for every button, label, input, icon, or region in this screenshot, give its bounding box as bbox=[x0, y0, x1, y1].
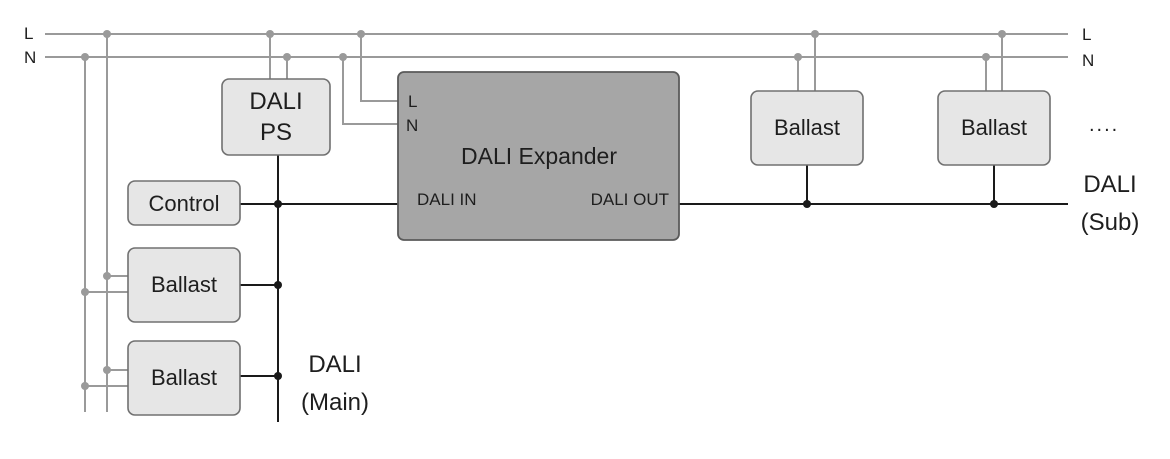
expander-title: DALI Expander bbox=[461, 143, 617, 169]
sub-bus-junction-2 bbox=[990, 200, 998, 208]
dali-sub-label-line1: DALI bbox=[1083, 171, 1136, 198]
control-device: Control bbox=[127, 180, 241, 226]
n-label-right: N bbox=[1082, 51, 1094, 70]
junction-b1-n bbox=[81, 288, 89, 296]
junction-b1-l bbox=[103, 272, 111, 280]
expander-n-feed bbox=[342, 57, 398, 125]
sub-bus-junction-1 bbox=[803, 200, 811, 208]
dali-sub-label-line2: (Sub) bbox=[1081, 209, 1140, 236]
junction-b2-l bbox=[103, 366, 111, 374]
n-label-left: N bbox=[24, 48, 36, 67]
bus-junction-ballast1 bbox=[274, 281, 282, 289]
ballast-sub-1-label: Ballast bbox=[774, 115, 840, 140]
l-label-right: L bbox=[1082, 25, 1091, 44]
ballast-sub-2: Ballast bbox=[937, 90, 1051, 166]
psu-label-line1: DALI bbox=[249, 88, 302, 115]
control-label: Control bbox=[149, 191, 220, 216]
ballast-sub-1: Ballast bbox=[750, 90, 864, 166]
junction-sb2-l bbox=[998, 30, 1006, 38]
junction-sb1-l bbox=[811, 30, 819, 38]
junction-psu-l bbox=[266, 30, 274, 38]
expander-pin-n: N bbox=[406, 116, 418, 135]
junction-n-left bbox=[81, 53, 89, 61]
psu-label-line2: PS bbox=[260, 119, 292, 146]
ballast-main-2-label: Ballast bbox=[151, 365, 217, 390]
ballast-main-1: Ballast bbox=[127, 247, 241, 323]
junction-psu-n bbox=[283, 53, 291, 61]
l-label-left: L bbox=[24, 24, 33, 43]
more-devices-ellipsis: .... bbox=[1089, 114, 1119, 136]
junction-sb2-n bbox=[982, 53, 990, 61]
junction-exp-n bbox=[339, 53, 347, 61]
dali-power-supply: DALI PS bbox=[221, 78, 331, 156]
dali-main-label-line1: DALI bbox=[308, 351, 361, 378]
expander-dali-in: DALI IN bbox=[417, 190, 477, 209]
expander-pin-l: L bbox=[408, 92, 417, 111]
junction-sb1-n bbox=[794, 53, 802, 61]
bus-junction-ballast2 bbox=[274, 372, 282, 380]
junction-exp-l bbox=[357, 30, 365, 38]
bus-junction-control bbox=[274, 200, 282, 208]
ballast-main-1-label: Ballast bbox=[151, 272, 217, 297]
ballast-main-2: Ballast bbox=[127, 340, 241, 416]
ballast-sub-2-label: Ballast bbox=[961, 115, 1027, 140]
expander-l-feed bbox=[360, 34, 398, 102]
expander-dali-out: DALI OUT bbox=[591, 190, 669, 209]
dali-expander: L N DALI Expander DALI IN DALI OUT bbox=[397, 71, 680, 241]
dali-main-label-line2: (Main) bbox=[301, 389, 369, 416]
junction-l-left bbox=[103, 30, 111, 38]
junction-b2-n bbox=[81, 382, 89, 390]
